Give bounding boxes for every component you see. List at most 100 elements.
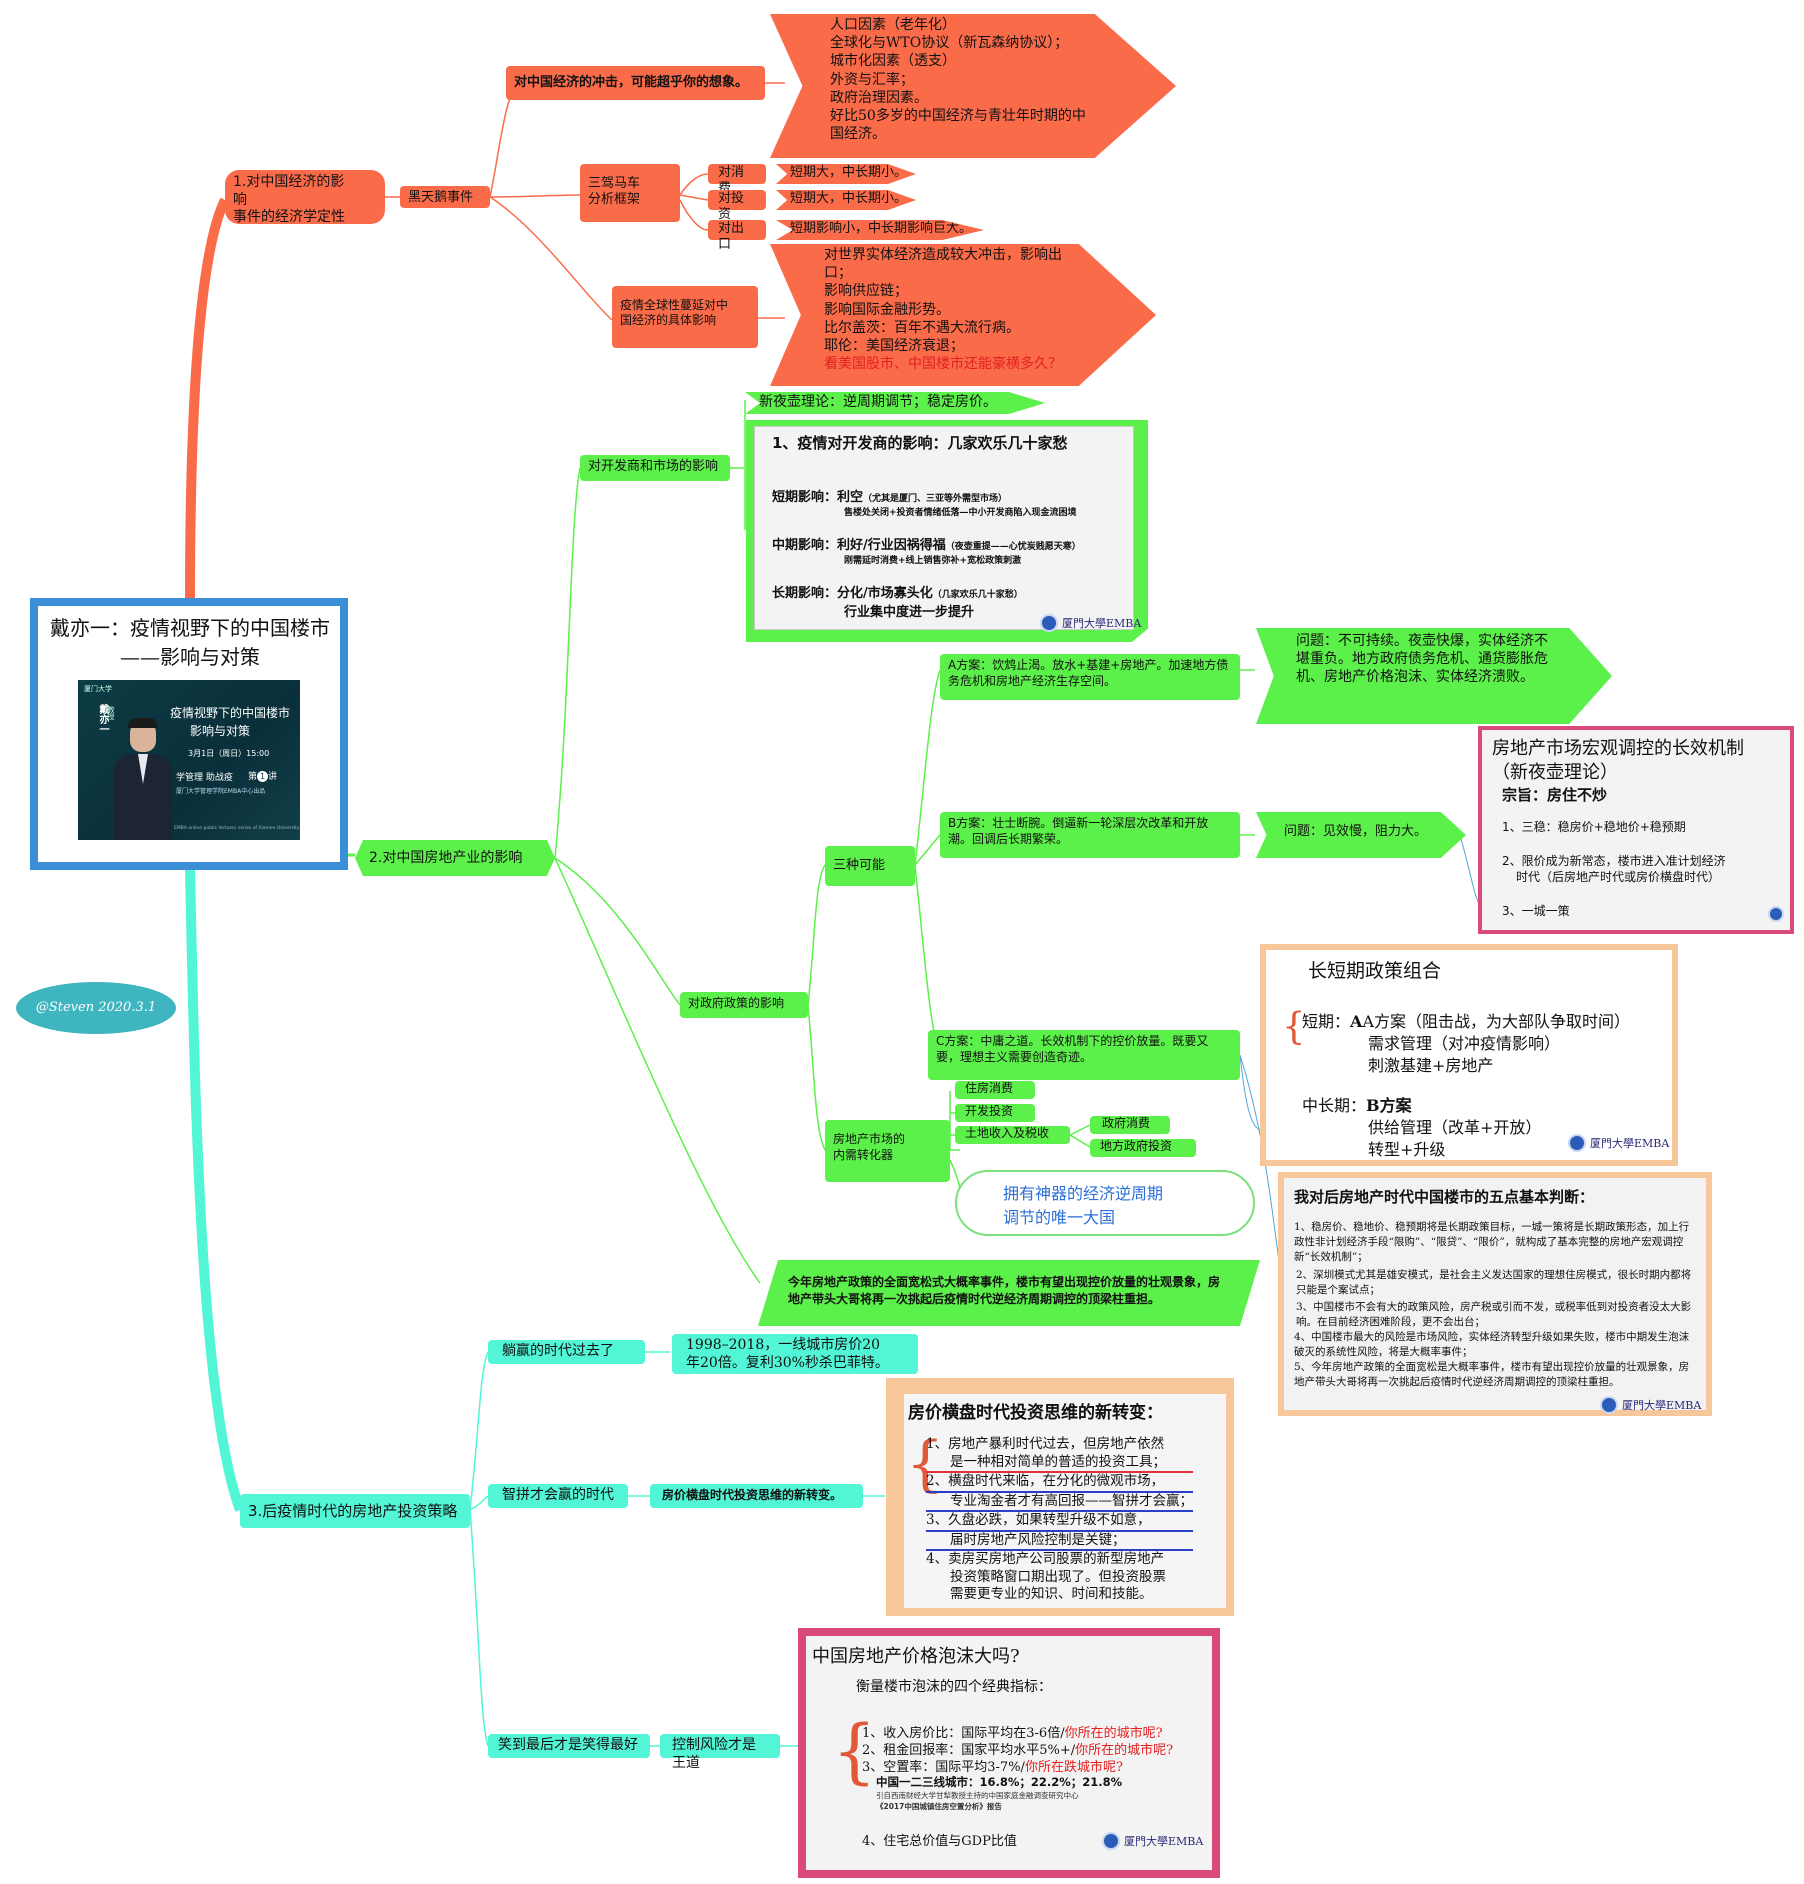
judge-card-item-5: 5、今年房地产政策的全面宽松是大概率事件，楼市有望出现控价放量的壮观景象，房地产…: [1294, 1361, 1690, 1389]
xmu-seal-icon: [1768, 906, 1784, 922]
branch1-topic[interactable]: 1.对中国经济的影 响 事件的经济学定性: [225, 170, 385, 225]
pandemic-points: 对世界实体经济造成较大冲击，影响出 口； 影响供应链； 影响国际金融形势。 比尔…: [770, 244, 1156, 386]
demand-converter-node[interactable]: 房地产市场的 内需转化器: [825, 1120, 950, 1182]
combo-mid-item-1: 供给管理（改革+开放）: [1368, 1118, 1542, 1137]
policy-node[interactable]: 对政府政策的影响: [680, 992, 808, 1018]
easy-win-over-node[interactable]: 躺赢的时代过去了: [488, 1340, 645, 1364]
export-node[interactable]: 对出口: [708, 220, 766, 252]
central-topic[interactable]: 戴亦一：疫情视野下的中国楼市——影响与对策 厦门大学 戴亦一 教授 疫情视野下的…: [30, 598, 348, 870]
mindset-card-list: 1、房地产暴利时代过去，但房地产依然 是一种相对简单的普适的投资工具； 2、横盘…: [926, 1436, 1193, 1602]
bubble-card-title: 中国房地产价格泡沫大吗?: [812, 1646, 1020, 1667]
emba-seal-icon: [1040, 614, 1058, 632]
poster-organizer: 厦门大学管理学院EMBA中心出品: [176, 788, 266, 795]
risk-control-node[interactable]: 控制风险才是王道: [660, 1734, 780, 1771]
long-card-item-2b: 时代（后房地产时代或房价横盘时代）: [1516, 870, 1721, 884]
combo-mid-item-2: 转型+升级: [1368, 1140, 1446, 1159]
long-card-item-1: 1、三稳：稳房价+稳地价+稳预期: [1502, 820, 1686, 834]
dev-row-short: 短期影响：利空（尤其是厦门、三亚等外需型市场） 售楼处关闭+投资者情绪低落—中小…: [772, 490, 1077, 518]
troika-framework-node[interactable]: 三驾马车 分析框架: [580, 164, 680, 222]
judge-emba-logo: 厦門大學EMBA: [1600, 1396, 1701, 1414]
combo-brace: {: [1282, 1005, 1306, 1048]
bubble-brace: {: [832, 1710, 877, 1792]
long-card-item-3: 3、一城一策: [1502, 904, 1570, 918]
five-judgments-card: 我对后房地产时代中国楼市的五点基本判断： 1、稳房价、稳地价、稳预期将是长期政策…: [1278, 1172, 1712, 1416]
mindset-card-title: 房价横盘时代投资思维的新转变：: [908, 1403, 1163, 1423]
last-laugh-node[interactable]: 笑到最后才是笑得最好: [488, 1734, 650, 1758]
lecture-poster: 厦门大学 戴亦一 教授 疫情视野下的中国楼市 影响与对策 3月1日（周日）15:…: [78, 680, 300, 840]
developer-market-node[interactable]: 对开发商和市场的影响: [580, 455, 730, 481]
bubble-card-subtitle: 衡量楼市泡沫的四个经典指标：: [856, 1679, 1052, 1695]
land-revenue-node[interactable]: 土地收入及税收: [955, 1126, 1070, 1144]
poster-speaker: 戴亦一: [97, 704, 108, 734]
black-swan-node[interactable]: 黑天鹅事件: [400, 186, 490, 208]
long-effect-card: 房地产市场宏观调控的长效机制 （新夜壶理论） 宗旨：房住不炒 1、三稳：稳房价+…: [1478, 726, 1794, 934]
consumption-node[interactable]: 对消费: [708, 164, 766, 196]
emba-seal-icon: [1568, 1134, 1586, 1152]
three-possibilities-node[interactable]: 三种可能: [825, 846, 915, 886]
mindset-card: 房价横盘时代投资思维的新转变： { 1、房地产暴利时代过去，但房地产依然 是一种…: [886, 1378, 1234, 1616]
judge-card-item-1: 1、稳房价、稳地价、稳预期将是长期政策目标，一城一策将是长期政策形态，加上行政性…: [1294, 1221, 1690, 1264]
long-card-title-1: 房地产市场宏观调控的长效机制: [1492, 738, 1744, 759]
dev-row-long: 长期影响：分化/市场寡头化（几家欢乐几十家愁） 行业集中度进一步提升: [772, 586, 1023, 620]
poster-series: 学管理 助战疫: [176, 773, 233, 783]
investment-value: 短期大，中长期小。: [776, 190, 916, 210]
judge-card-item-2: 2、深圳模式尤其是雄安模式，是社会主义发达国家的理想住房模式，很长时期内都将只能…: [1296, 1269, 1692, 1297]
plan-a-node[interactable]: A方案：饮鸩止渴。放水+基建+房地产。加速地方债务危机和房地产经济生存空间。: [940, 654, 1240, 700]
central-title: 戴亦一：疫情视野下的中国楼市——影响与对策: [50, 616, 330, 669]
impact-node[interactable]: 对中国经济的冲击，可能超乎你的想象。: [506, 66, 765, 100]
housing-consumption-node[interactable]: 住房消费: [955, 1081, 1035, 1099]
author-tag[interactable]: @Steven 2020.3.1: [16, 982, 176, 1034]
local-gov-investment-node[interactable]: 地方政府投资: [1090, 1139, 1196, 1157]
speaker-photo: [114, 718, 172, 840]
bubble-card: 中国房地产价格泡沫大吗? 衡量楼市泡沫的四个经典指标： { 1、收入房价比：国际…: [798, 1628, 1220, 1878]
pandemic-highlight: 看美国股市、中国楼市还能豪横多久？: [824, 356, 1062, 373]
bubble-source-1: 引自西南财经大学甘犁教授主持的中国家庭金融调查研究中心: [876, 1791, 1079, 1800]
combo-short-item-2: 刺激基建+房地产: [1368, 1056, 1494, 1075]
poster-title-line2: 影响与对策: [190, 724, 251, 738]
poster-date: 3月1日（周日）15:00: [188, 749, 270, 758]
policy-banner: 今年房地产政策的全面宽松式大概率事件，楼市有望出现控价放量的壮观景象，房地产带头…: [758, 1260, 1260, 1326]
combo-card-title: 长短期政策组合: [1308, 960, 1442, 982]
poster-title-line1: 疫情视野下的中国楼市: [170, 706, 291, 720]
mindset-shift-node[interactable]: 房价横盘时代投资思维的新转变。: [650, 1484, 863, 1508]
mindset-brace: {: [906, 1429, 945, 1499]
long-card-principle: 宗旨：房住不炒: [1502, 786, 1608, 804]
poster-brand: 厦门大学: [84, 685, 112, 693]
bubble-vacancy: 中国一二三线城市：16.8%；22.2%；21.8%: [876, 1775, 1123, 1789]
combo-mid: 中长期：B方案: [1302, 1096, 1412, 1115]
plan-a-issue: 问题：不可持续。夜壶快爆，实体经济不堪重负。地方政府债务危机、通货膨胀危机、房地…: [1256, 628, 1612, 724]
judge-card-title: 我对后房地产时代中国楼市的五点基本判断：: [1294, 1188, 1595, 1206]
emba-logo: 厦門大學EMBA: [1040, 614, 1141, 632]
poster-speaker-role: 教授: [107, 706, 115, 720]
branch3-topic[interactable]: 3.后疫情时代的房地产投资策略: [240, 1494, 470, 1528]
developer-card-title: 1、疫情对开发商的影响：几家欢乐几十家愁: [772, 434, 1068, 452]
emba-seal-icon: [1102, 1832, 1120, 1850]
era-note: 1998–2018，一线城市房价20 年20倍。复利30%秒杀巴菲特。: [672, 1334, 918, 1374]
plan-c-node[interactable]: C方案：中庸之道。长效机制下的控价放量。既要又要，理想主义需要创造奇迹。: [928, 1030, 1240, 1080]
combo-short: 短期：AA方案（阻击战，为大部队争取时间）: [1302, 1012, 1630, 1031]
gov-consumption-node[interactable]: 政府消费: [1090, 1116, 1170, 1134]
combo-emba-logo: 厦門大學EMBA: [1568, 1134, 1669, 1152]
bubble-item-3: 3、空置率：国际平均3-7%/你所在跌城市呢?: [862, 1760, 1123, 1775]
smart-win-node[interactable]: 智拼才会赢的时代: [488, 1484, 628, 1508]
bubble-source-2: 《2017中国城镇住房空置分析》报告: [876, 1802, 1002, 1811]
dev-investment-node[interactable]: 开发投资: [955, 1104, 1035, 1122]
policy-combo-card: 长短期政策组合 { 短期：AA方案（阻击战，为大部队争取时间） 需求管理（对冲疫…: [1260, 944, 1678, 1166]
bubble-item-2: 2、租金回报率：国家平均水平5%+/你所在的城市呢?: [862, 1743, 1174, 1758]
pandemic-impact-node[interactable]: 疫情全球性蔓延对中 国经济的具体影响: [612, 286, 758, 348]
export-value: 短期影响小，中长期影响巨大。: [776, 220, 984, 240]
branch2-topic[interactable]: 2.对中国房地产业的影响: [355, 840, 555, 876]
new-theory-note: 新夜壶理论：逆周期调节；稳定房价。: [745, 392, 1045, 414]
judge-card-item-4: 4、中国楼市最大的风险是市场风险，实体经济转型升级如果失败，楼市中期发生泡沫破灭…: [1294, 1331, 1690, 1359]
judge-card-item-3: 3、中国楼市不会有大的政策风险，房产税或引而不发，或税率低到对投资者没太大影响。…: [1296, 1301, 1692, 1329]
emba-seal-icon: [1600, 1396, 1618, 1414]
plan-b-issue: 问题：见效慢，阻力大。: [1256, 812, 1466, 858]
bubble-item-1: 1、收入房价比：国际平均在3-6倍/你所在的城市呢?: [862, 1726, 1163, 1741]
unique-nation-cloud: 拥有神器的经济逆周期 调节的唯一大国: [955, 1170, 1255, 1236]
poster-footer: EMBA online public lectures series of Xi…: [174, 826, 300, 831]
developer-card: 1、疫情对开发商的影响：几家欢乐几十家愁 短期影响：利空（尤其是厦门、三亚等外需…: [746, 420, 1148, 642]
investment-node[interactable]: 对投资: [708, 190, 766, 222]
plan-b-node[interactable]: B方案：壮士断腕。倒逼新一轮深层次改革和开放潮。回调后长期繁荣。: [940, 812, 1240, 858]
